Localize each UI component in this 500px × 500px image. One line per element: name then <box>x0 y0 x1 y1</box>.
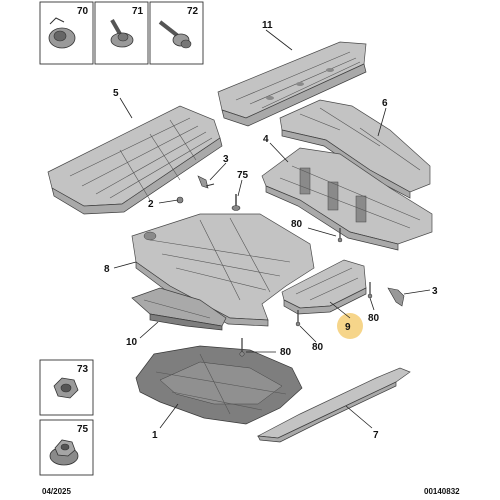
clip-nut-icon <box>48 17 76 49</box>
callout-9: 9 <box>345 322 351 333</box>
part-9-rear-panel <box>281 259 367 315</box>
highlight-marker <box>337 313 363 339</box>
callout-3-left: 3 <box>223 154 229 165</box>
callout-4: 4 <box>263 134 269 145</box>
callout-80-c: 80 <box>312 342 324 353</box>
flange-bolt-icon <box>110 19 134 48</box>
callout-11: 11 <box>262 20 273 31</box>
legend-number-75: 75 <box>77 424 89 435</box>
callout-1: 1 <box>152 430 158 441</box>
fastener-3-left <box>197 175 215 189</box>
fastener-80-d <box>239 338 245 357</box>
stud-clip-icon <box>158 20 192 49</box>
legend-number-73: 73 <box>77 364 89 375</box>
callout-75: 75 <box>237 170 249 181</box>
callout-80-d: 80 <box>280 347 292 358</box>
part-4-rear-floor-shield <box>261 147 433 251</box>
legend-box-70: 70 <box>39 1 94 65</box>
part-7-side-trim <box>256 367 411 443</box>
fastener-80-a <box>337 228 343 243</box>
callout-8: 8 <box>104 264 110 275</box>
hex-nut-icon <box>53 377 79 399</box>
fastener-80-c <box>295 310 301 327</box>
legend-box-72: 72 <box>149 1 204 65</box>
callout-80-b: 80 <box>368 313 380 324</box>
legend-box-75: 75 <box>39 419 94 476</box>
part-11-heat-shield <box>217 41 367 127</box>
legend-box-73: 73 <box>39 359 94 416</box>
legend-number-70: 70 <box>77 6 89 17</box>
fastener-80-b <box>367 282 373 299</box>
part-10-bracket <box>131 287 227 331</box>
legend-number-72: 72 <box>187 6 199 17</box>
callout-5: 5 <box>113 88 119 99</box>
leader-lines <box>113 29 431 429</box>
part-5-underbody-panel <box>47 105 223 215</box>
footer-date: 04/2025 <box>42 487 71 496</box>
callout-3-right: 3 <box>432 286 438 297</box>
callout-7: 7 <box>373 430 379 441</box>
part-8-central-panel <box>131 213 315 327</box>
part-1-engine-undertray <box>135 345 303 425</box>
callout-80-a: 80 <box>291 219 303 230</box>
callout-6: 6 <box>382 98 388 109</box>
fastener-3-right <box>387 287 405 307</box>
callout-10: 10 <box>126 337 138 348</box>
footer-reference: 00140832 <box>424 487 460 496</box>
callout-2: 2 <box>148 199 154 210</box>
legend-box-71: 71 <box>94 1 149 65</box>
flange-nut-icon <box>49 439 79 466</box>
fastener-75 <box>231 194 241 211</box>
legend-number-71: 71 <box>132 6 144 17</box>
